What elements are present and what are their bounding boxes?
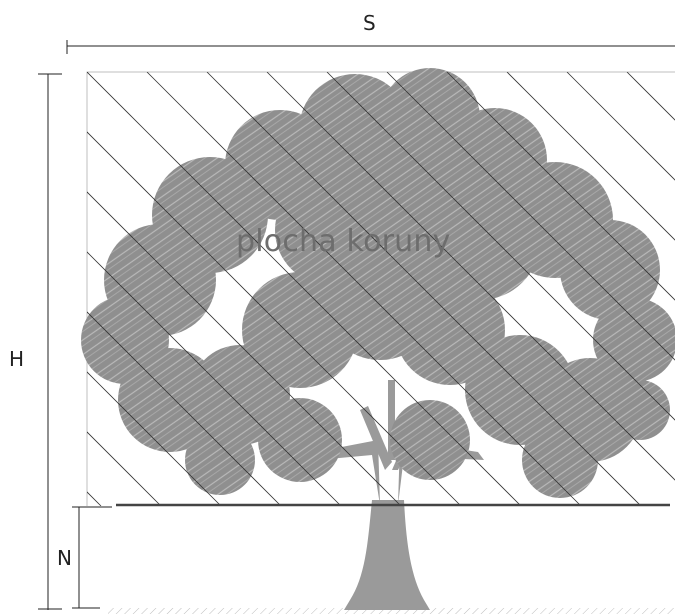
ground-strip <box>108 608 675 614</box>
trunk-height-label: N <box>57 546 72 570</box>
tree-crown <box>81 68 675 498</box>
width-dimension <box>66 40 675 54</box>
height-label: H <box>9 347 25 371</box>
crown-area-label: plocha koruny <box>236 224 451 259</box>
trunk-height-dimension <box>72 506 112 609</box>
width-label: S <box>363 11 376 35</box>
crown-hatching <box>87 72 675 506</box>
height-dimension <box>38 73 62 610</box>
